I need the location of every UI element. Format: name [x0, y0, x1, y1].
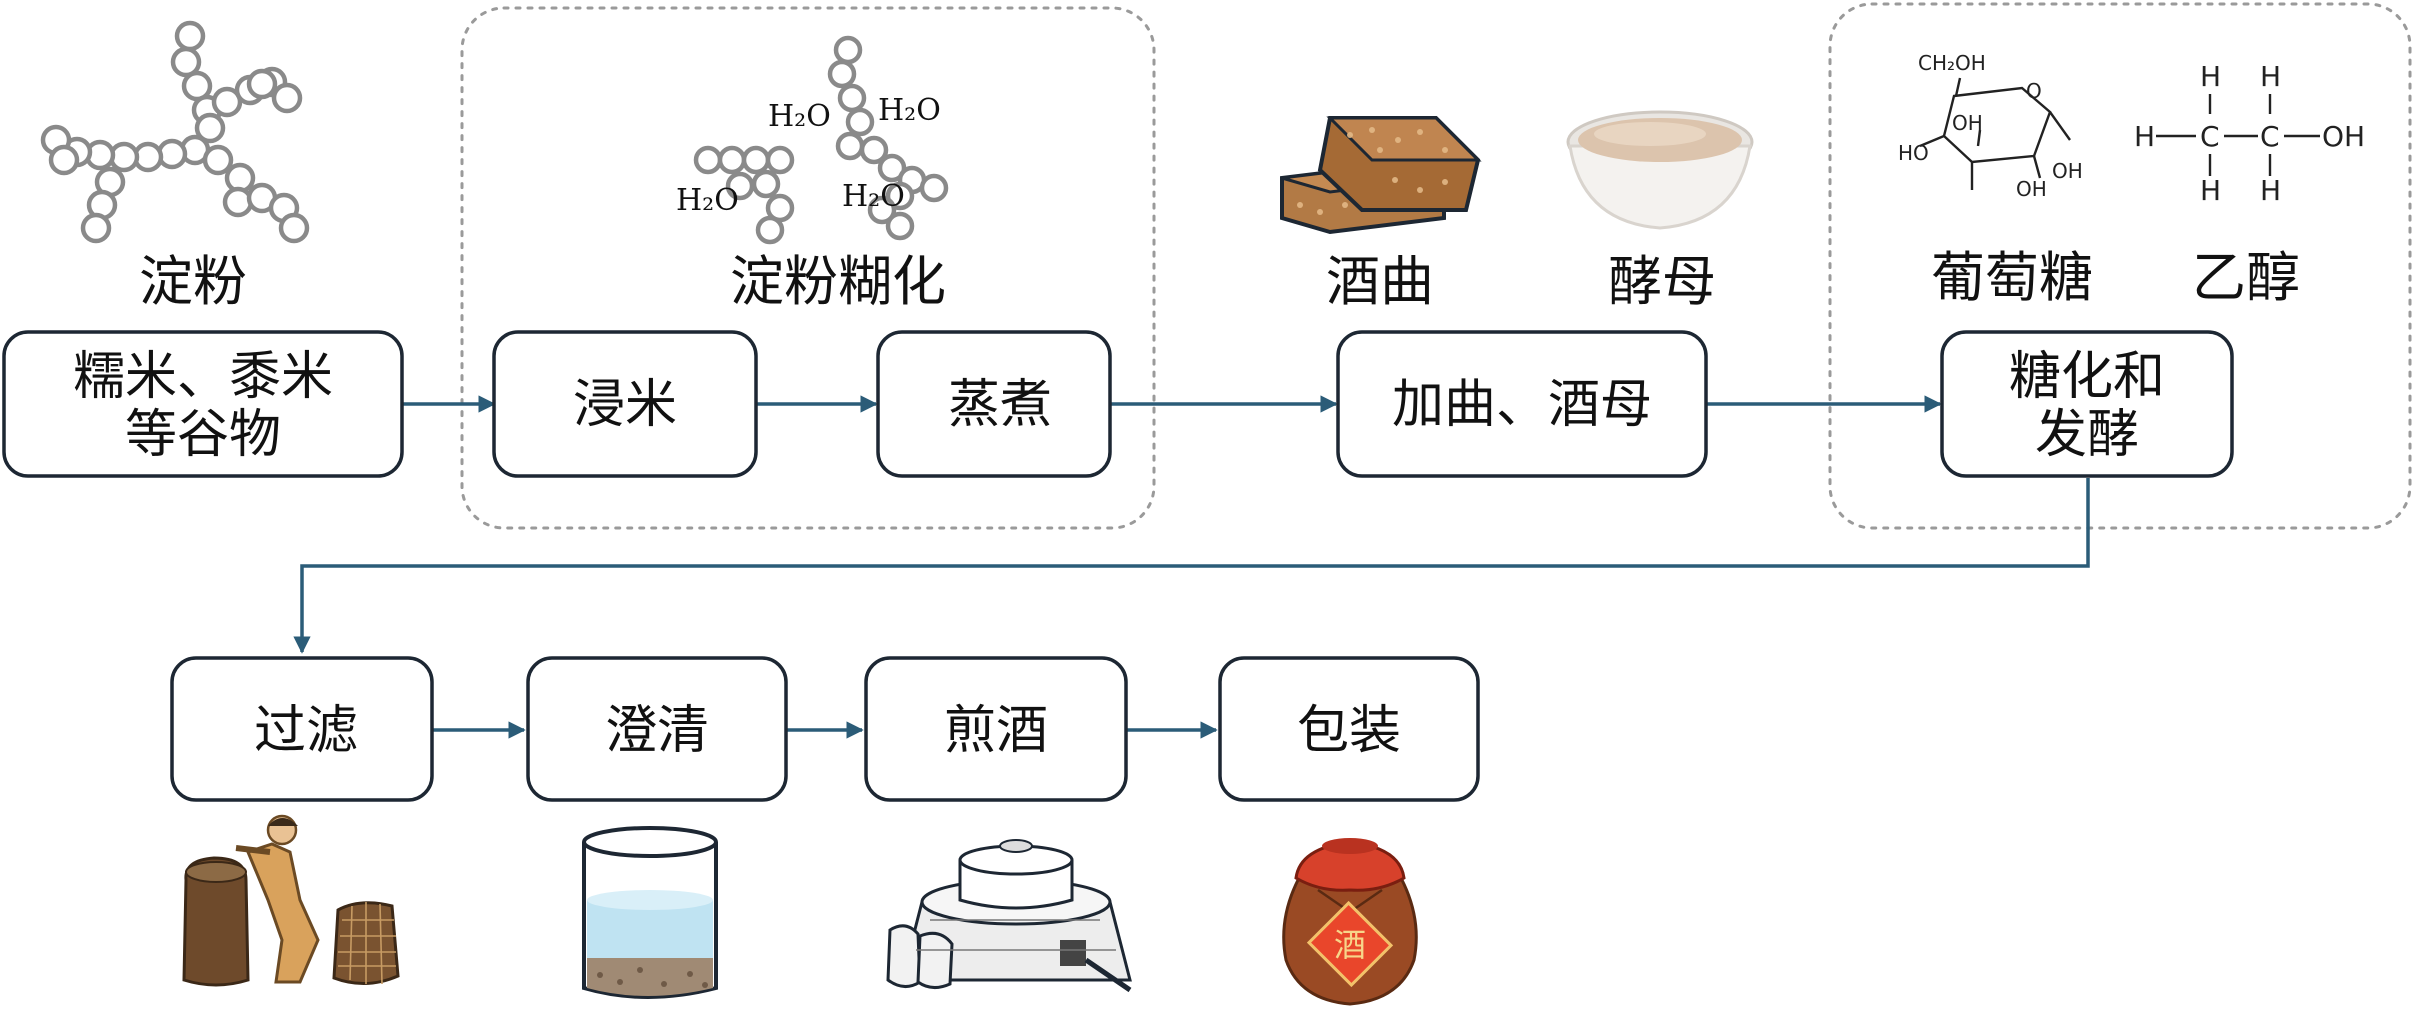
- svg-text:C: C: [2200, 120, 2220, 153]
- yeast-bowl-icon: [1566, 110, 1754, 230]
- svg-text:H: H: [2260, 60, 2281, 93]
- svg-text:CH₂OH: CH₂OH: [1918, 51, 1986, 75]
- step-soak-label: 浸米: [573, 375, 677, 435]
- boiling-stove-icon: [886, 839, 1132, 993]
- gelatinization-caption: 淀粉糊化: [730, 250, 946, 313]
- svg-text:C: C: [2260, 120, 2280, 153]
- step-steam-label: 蒸煮: [948, 375, 1052, 435]
- arrow-ferment-to-filter: [293, 478, 2090, 654]
- filtering-worker-icon: [182, 814, 400, 987]
- step-ferment-box: [1940, 330, 2234, 478]
- svg-text:OH: OH: [1952, 111, 1983, 135]
- step-ferment-line1: 糖化和: [2009, 347, 2165, 407]
- glucose-structure-icon: CH₂OH O HO OH OH OH: [1898, 51, 2083, 201]
- starch-molecule-icon: [40, 20, 310, 244]
- step-raw-material-line1: 糯米、黍米: [73, 347, 333, 407]
- step-ferment-line2: 发酵: [2035, 405, 2139, 465]
- svg-text:H: H: [2200, 174, 2221, 207]
- step-clarify-box: [526, 656, 788, 802]
- starch-caption: 淀粉: [139, 250, 247, 313]
- step-boil-label: 煎酒: [944, 701, 1048, 761]
- water-label-4: H₂O: [842, 179, 905, 214]
- step-package-label: 包装: [1297, 701, 1401, 761]
- svg-text:H: H: [2260, 174, 2281, 207]
- svg-text:H: H: [2200, 60, 2221, 93]
- jar-label-char: 酒: [1334, 926, 1366, 964]
- qu-caption: 酒曲: [1326, 250, 1434, 313]
- step-clarify-label: 澄清: [605, 701, 709, 761]
- gelatinized-starch-icon: [693, 35, 949, 245]
- wine-jar-icon: 酒: [1282, 838, 1418, 1006]
- water-label-1: H₂O: [768, 99, 831, 134]
- step-add-starter-label: 加曲、酒母: [1392, 375, 1652, 435]
- step-add-starter-box: [1336, 330, 1708, 478]
- svg-text:H: H: [2134, 120, 2155, 153]
- svg-text:OH: OH: [2322, 120, 2365, 153]
- svg-text:OH: OH: [2016, 177, 2047, 201]
- gelatinization-group-frame: [460, 6, 1156, 530]
- yeast-caption: 酵母: [1608, 250, 1716, 313]
- step-boil-box: [864, 656, 1128, 802]
- ethanol-structure-icon: H C C OH H H H H: [2134, 60, 2365, 207]
- step-filter-label: 过滤: [254, 701, 358, 761]
- glucose-caption: 葡萄糖: [1931, 246, 2093, 309]
- qu-bricks-icon: [1280, 116, 1482, 235]
- water-label-2: H₂O: [878, 93, 941, 128]
- step-raw-material-line2: 等谷物: [125, 405, 281, 465]
- svg-text:HO: HO: [1898, 141, 1929, 165]
- svg-text:O: O: [2026, 79, 2042, 103]
- ethanol-caption: 乙醇: [2192, 246, 2300, 309]
- water-label-3: H₂O: [676, 183, 739, 218]
- step-filter-box: [170, 656, 434, 802]
- step-steam-box: [876, 330, 1112, 478]
- step-raw-material-box: [2, 330, 404, 478]
- step-soak-box: [492, 330, 758, 478]
- clarifying-beaker-icon: [582, 826, 718, 999]
- svg-text:OH: OH: [2052, 159, 2083, 183]
- step-package-box: [1218, 656, 1480, 802]
- saccharification-group-frame: [1828, 2, 2412, 530]
